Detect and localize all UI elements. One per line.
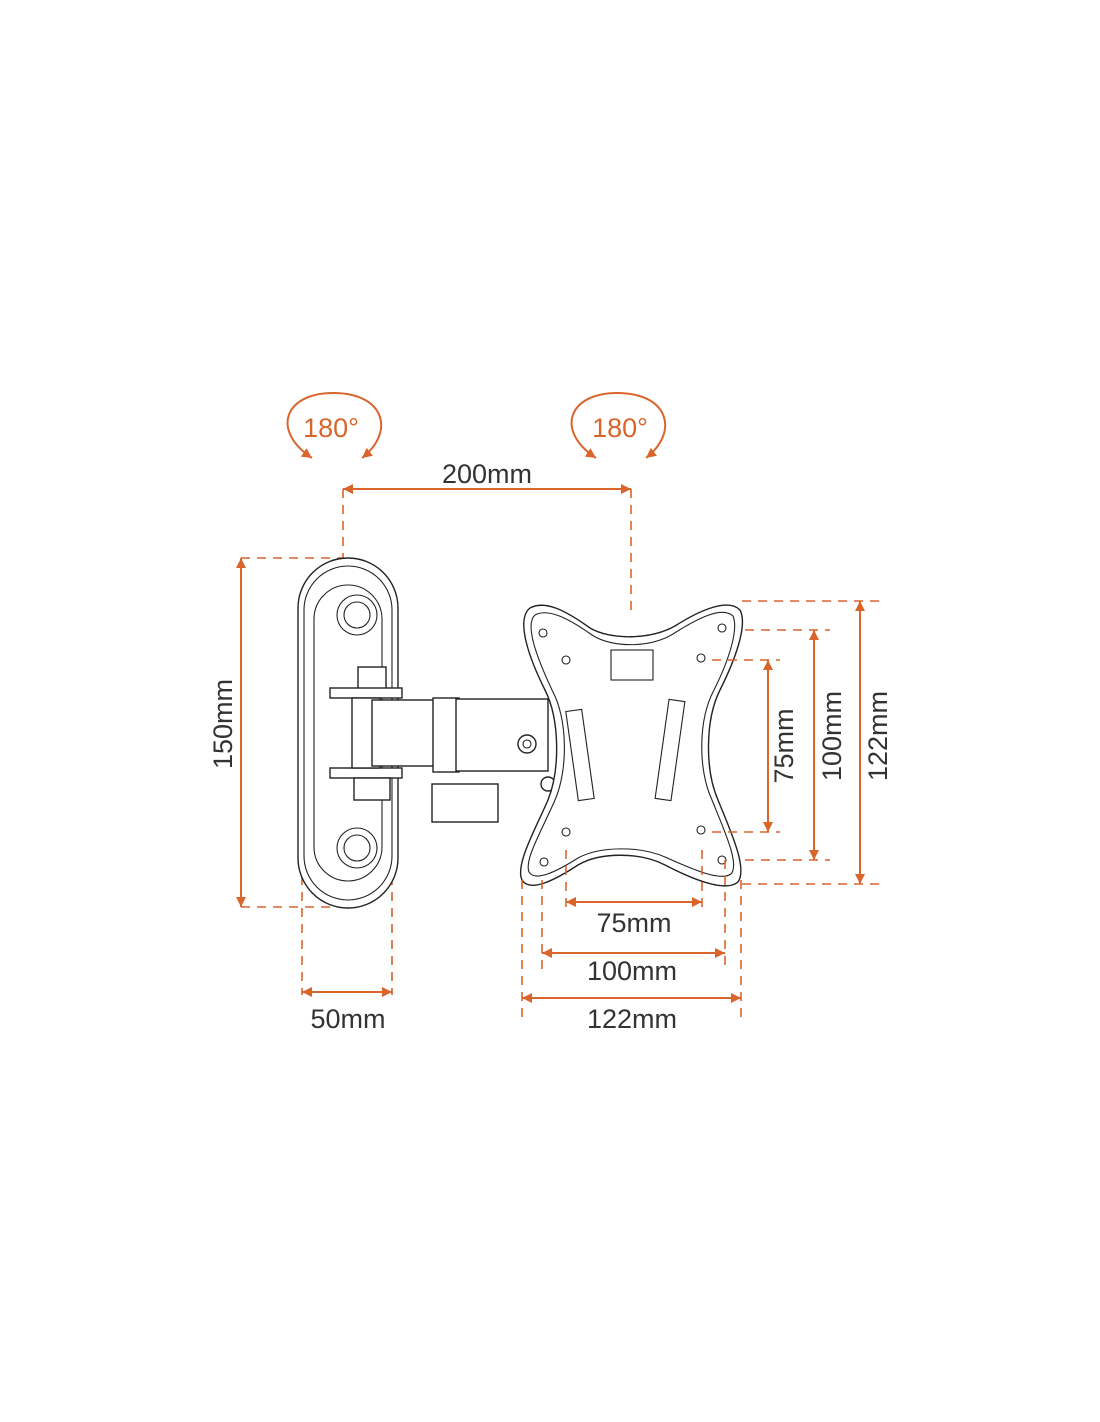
vesa-plate [519,604,744,887]
dimension-vesa-horizontal: 75mm 100mm 122mm [521,850,742,1034]
rotation-label-left: 180° [303,413,359,443]
vesa-h-122-label: 122mm [587,1004,677,1034]
dimension-arm-extension: 200mm [342,459,632,612]
swivel-arm [329,666,556,823]
dimension-wall-plate-height: 150mm [208,557,343,908]
vesa-h-100-label: 100mm [587,956,677,986]
wall-plate-height-label: 150mm [208,679,238,769]
dimension-vesa-vertical: 75mm 100mm 122mm [712,600,893,885]
wall-plate-width-label: 50mm [310,1004,385,1034]
vesa-v-75-label: 75mm [769,708,799,783]
rotation-label-right: 180° [592,413,648,443]
vesa-v-100-label: 100mm [817,691,847,781]
vesa-h-75-label: 75mm [596,908,671,938]
dimension-wall-plate-width: 50mm [301,860,393,1034]
rotation-indicator-right: 180° [570,391,667,459]
vesa-v-122-label: 122mm [863,691,893,781]
arm-extension-label: 200mm [442,459,532,489]
rotation-indicator-left: 180° [286,391,383,459]
